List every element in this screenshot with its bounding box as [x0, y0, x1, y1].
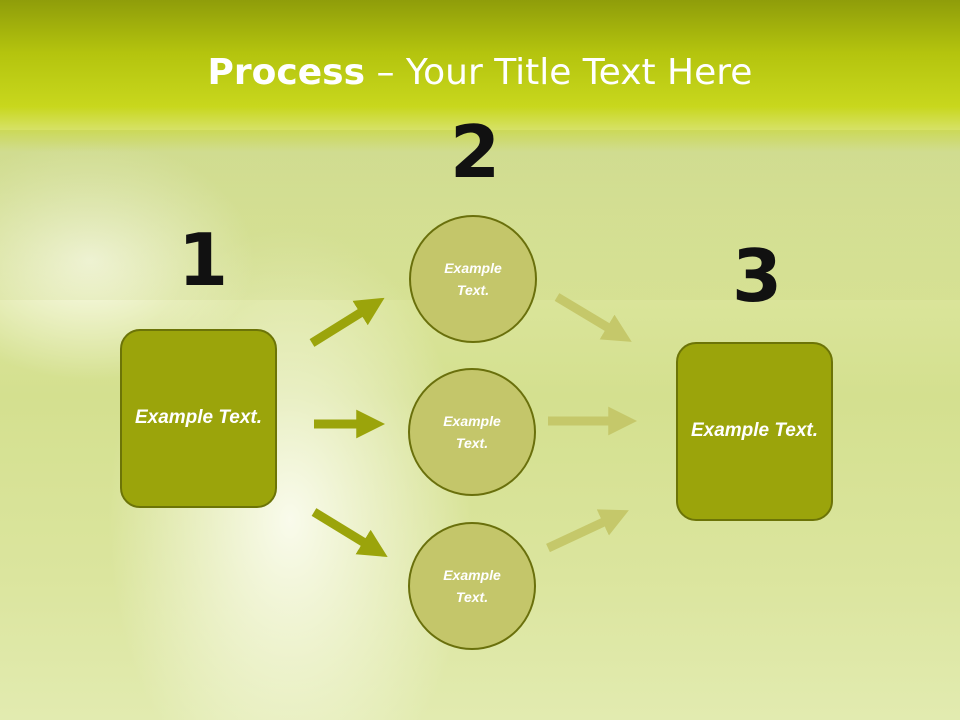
step-number-2: 2	[450, 110, 501, 194]
circle-middle: Example Text.	[408, 368, 536, 496]
arrow-left-to-top	[309, 297, 385, 347]
circle-middle-text: Example Text.	[443, 412, 501, 451]
arrow-bottom-to-right	[546, 509, 629, 553]
right-step-box: Example Text.	[676, 342, 833, 521]
step-number-3: 3	[732, 234, 783, 318]
title-bold: Process	[207, 52, 366, 93]
circle-bottom: Example Text.	[408, 522, 536, 650]
arrow-top-to-right	[554, 293, 632, 342]
circle-top: Example Text.	[409, 215, 537, 343]
title-rest: – Your Title Text Here	[365, 52, 753, 93]
slide-title: Process – Your Title Text Here	[0, 52, 960, 93]
circle-top-text: Example Text.	[444, 259, 502, 298]
left-step-box: Example Text.	[120, 329, 277, 508]
step-number-1: 1	[178, 218, 229, 302]
title-banner	[0, 0, 960, 152]
arrow-left-to-bottom	[311, 508, 388, 558]
right-box-text: Example Text.	[690, 420, 819, 442]
left-box-text: Example Text.	[134, 407, 263, 429]
circle-bottom-text: Example Text.	[443, 566, 501, 605]
